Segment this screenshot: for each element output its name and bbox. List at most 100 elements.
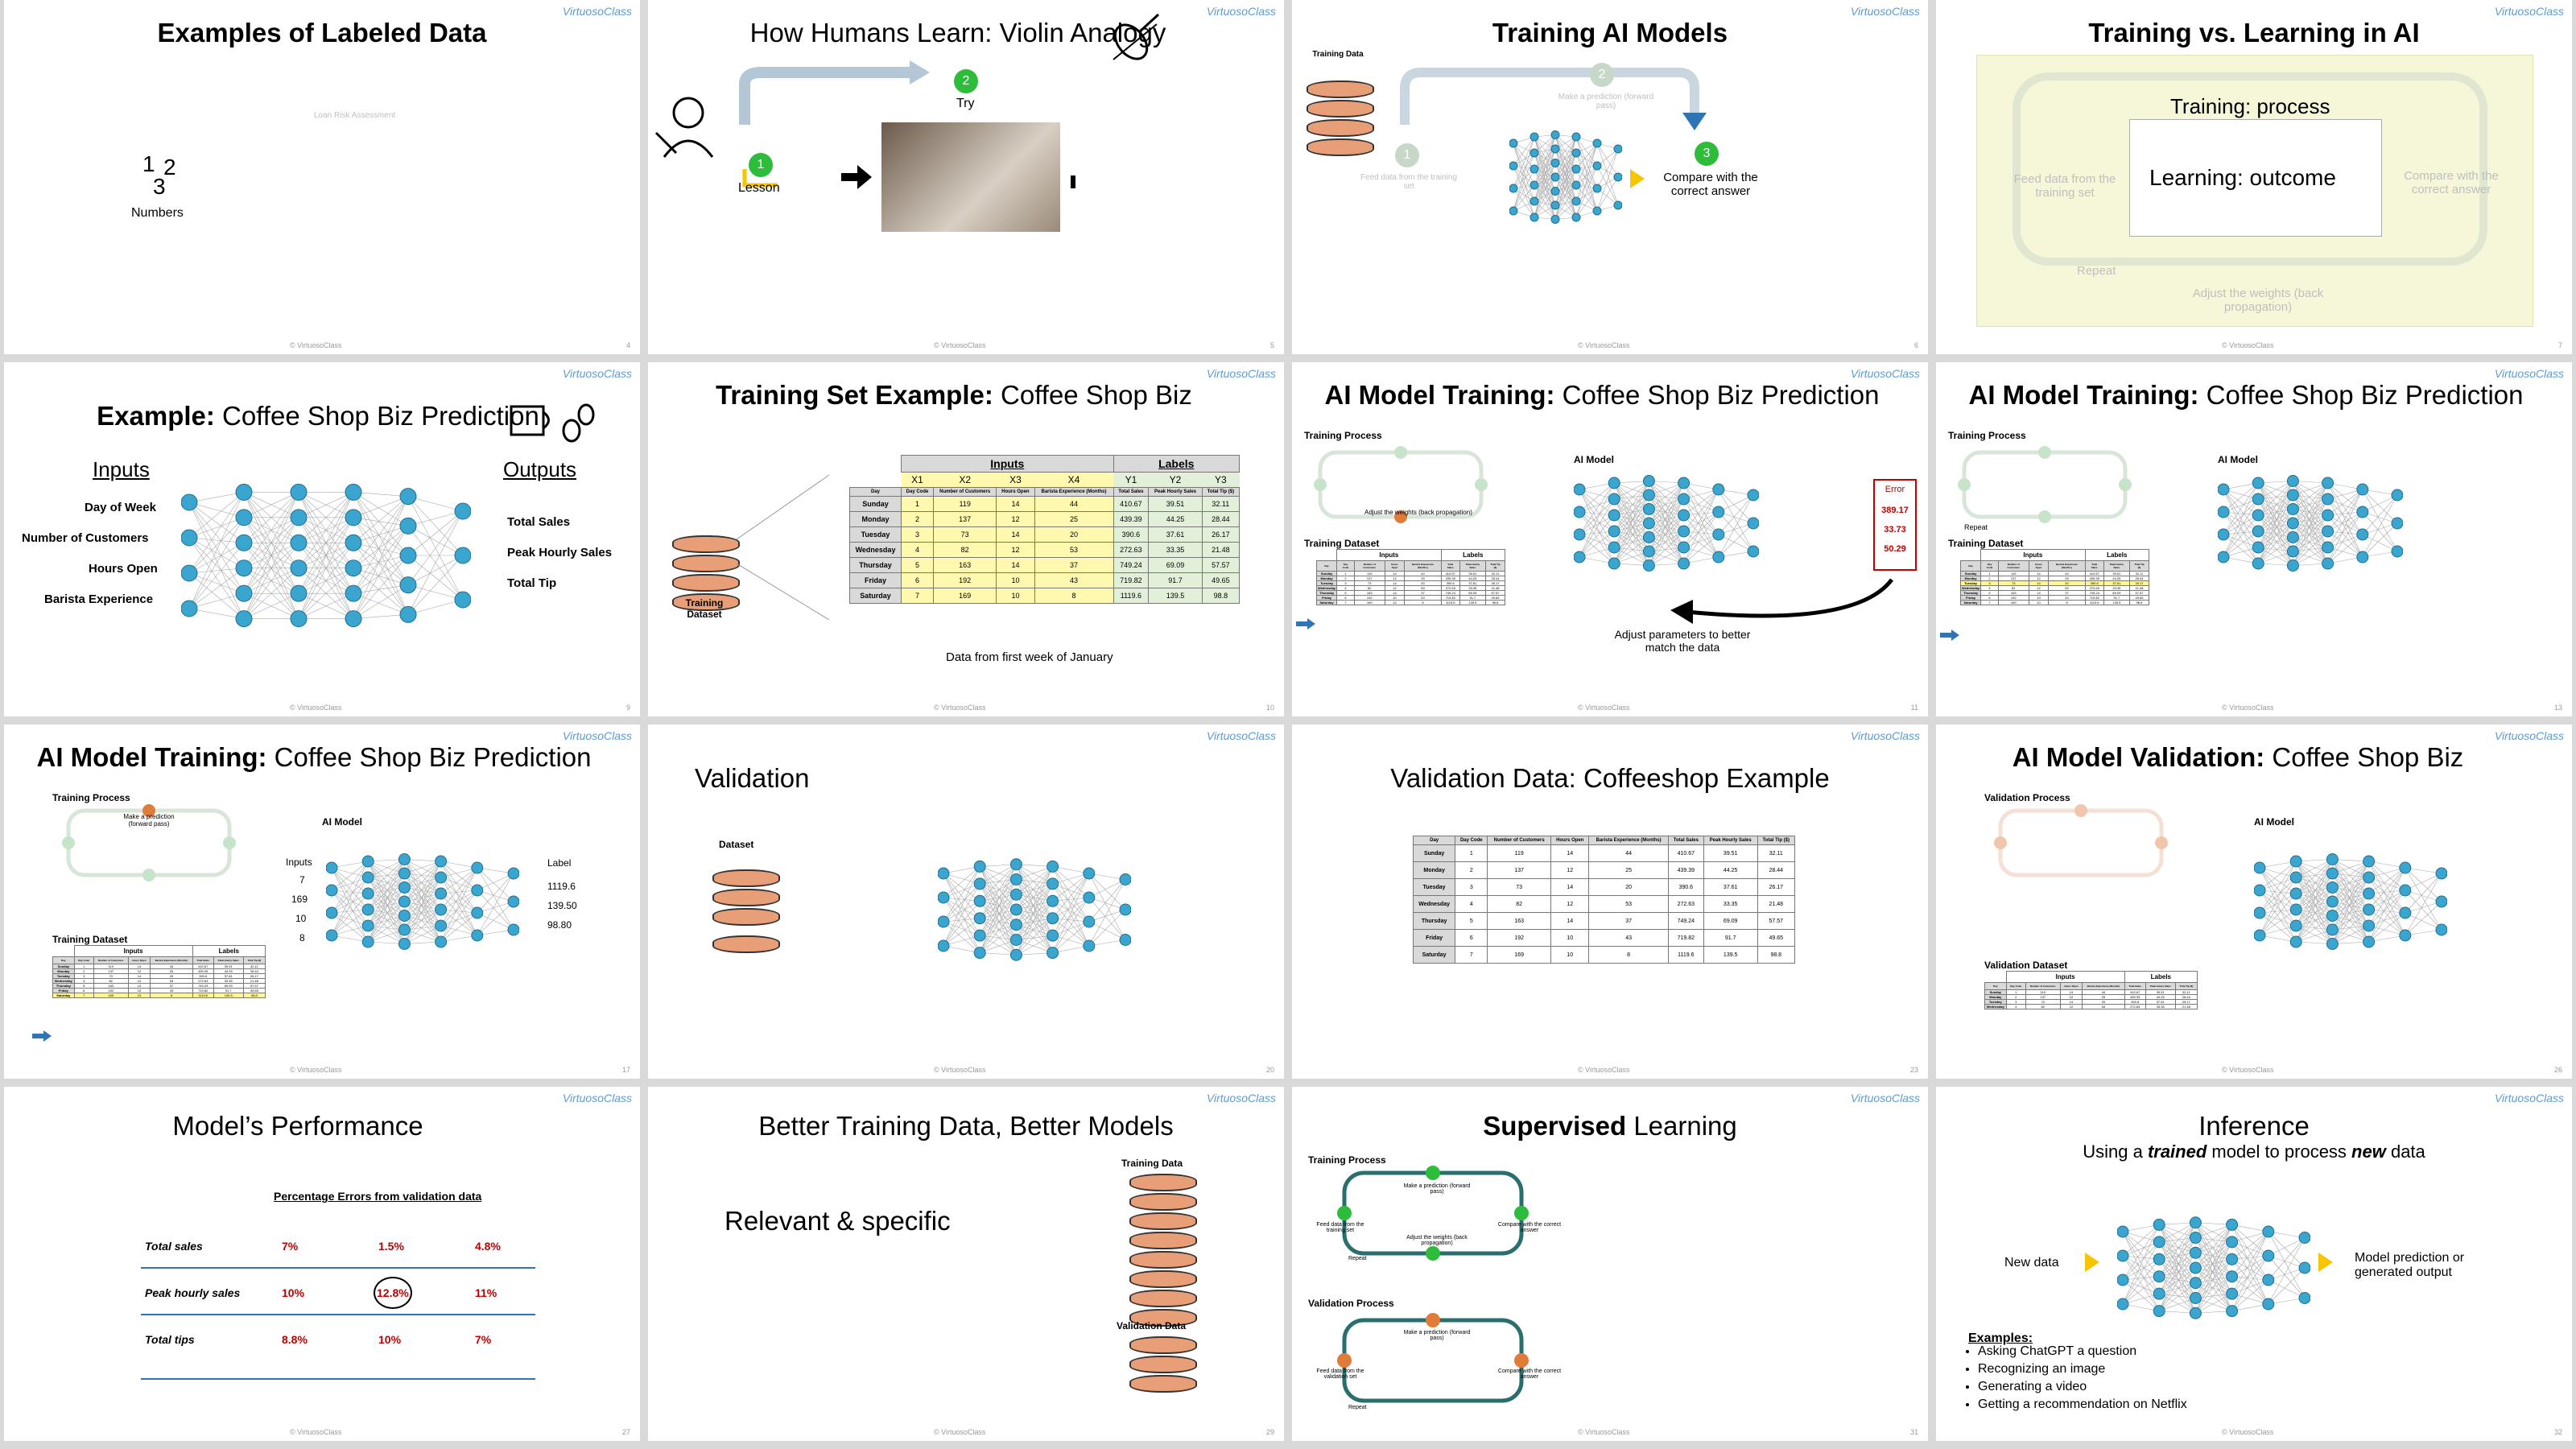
adjust-label: Adjust the weights (back propagation) bbox=[2192, 287, 2324, 314]
slide-3[interactable]: Training AI Models VirtuosoClass Trainin… bbox=[1292, 0, 1928, 354]
neuron-node bbox=[1574, 483, 1586, 496]
neuron-node bbox=[435, 919, 448, 932]
neural-network-diagram bbox=[2117, 1216, 2310, 1319]
slide-6[interactable]: Training Set Example: Coffee Shop Biz Vi… bbox=[648, 362, 1284, 716]
slide-13[interactable]: Model’s Performance VirtuosoClass Percen… bbox=[4, 1087, 640, 1441]
neuron-node bbox=[471, 861, 484, 874]
training-database-icon bbox=[1307, 80, 1374, 158]
violin-photo bbox=[881, 122, 1060, 232]
slide-10[interactable]: Validation VirtuosoClass Dataset © Virtu… bbox=[648, 724, 1284, 1079]
neuron-node bbox=[1608, 509, 1620, 522]
slide-9[interactable]: AI Model Training: Coffee Shop Biz Predi… bbox=[4, 724, 640, 1079]
slide-15[interactable]: Supervised Learning VirtuosoClass Traini… bbox=[1292, 1087, 1928, 1441]
slide-8[interactable]: AI Model Training: Coffee Shop Biz Predi… bbox=[1936, 362, 2572, 716]
neuron-node bbox=[399, 547, 417, 564]
page-number: 31 bbox=[1909, 1428, 1918, 1436]
neural-network-diagram bbox=[1509, 130, 1622, 224]
slide-11[interactable]: Validation Data: Coffeeshop Example Virt… bbox=[1292, 724, 1928, 1079]
page-number: 29 bbox=[1265, 1428, 1274, 1436]
list-item: Getting a recommendation on Netflix bbox=[1978, 1396, 2187, 1414]
neuron-node bbox=[2218, 506, 2230, 518]
neuron-node bbox=[235, 559, 253, 577]
neuron-node bbox=[2218, 551, 2230, 564]
relevant-label: Relevant & specific bbox=[724, 1206, 951, 1236]
neuron-node bbox=[938, 915, 950, 928]
neuron-node bbox=[2226, 1218, 2239, 1231]
slide-title: AI Model Training: Coffee Shop Biz Predi… bbox=[36, 742, 592, 772]
arrow-right-icon bbox=[841, 165, 872, 189]
neuron-node bbox=[2326, 910, 2339, 922]
footer: © VirtuosoClass bbox=[2222, 341, 2274, 349]
neuron-node bbox=[2117, 1249, 2129, 1262]
neuron-node bbox=[1678, 493, 1690, 506]
neuron-node bbox=[1550, 144, 1560, 154]
training-database-icon bbox=[672, 535, 740, 613]
neuron-node bbox=[1747, 545, 1759, 558]
slide-14[interactable]: Better Training Data, Better Models Virt… bbox=[648, 1087, 1284, 1441]
validation-data-label: Validation Data bbox=[1117, 1320, 1187, 1331]
neuron-node bbox=[2289, 855, 2302, 868]
neuron-node bbox=[2286, 489, 2299, 502]
page-number: 20 bbox=[1265, 1066, 1274, 1074]
neuron-node bbox=[1550, 215, 1560, 224]
neuron-node bbox=[1046, 860, 1059, 873]
training-cycle-ghost bbox=[2013, 72, 2487, 266]
neuron-node bbox=[1009, 919, 1022, 931]
slide-4[interactable]: Training vs. Learning in AI VirtuosoClas… bbox=[1936, 0, 2572, 354]
perf-value: 10% bbox=[282, 1286, 305, 1299]
slide-title: AI Model Validation: Coffee Shop Biz bbox=[2012, 742, 2464, 772]
training-data-label: Training Data bbox=[1121, 1158, 1183, 1169]
neuron-node bbox=[1009, 934, 1022, 946]
neuron-node bbox=[1712, 528, 1725, 541]
neuron-node bbox=[2153, 1287, 2165, 1300]
dataset-label: Dataset bbox=[719, 839, 754, 850]
neuron-node bbox=[1592, 138, 1602, 148]
dataset-label: Training Dataset bbox=[52, 934, 128, 945]
neural-network-diagram bbox=[1574, 475, 1759, 572]
neuron-node bbox=[1642, 475, 1655, 487]
training-process-label: Training: process bbox=[2165, 93, 2335, 121]
step-2-circle: 2 bbox=[954, 69, 978, 93]
slide-12[interactable]: AI Model Validation: Coffee Shop Biz Vir… bbox=[1936, 724, 2572, 1079]
neuron-node bbox=[435, 887, 448, 900]
page-number: 23 bbox=[1909, 1066, 1918, 1074]
neuron-node bbox=[1712, 551, 1725, 564]
neuron-node bbox=[2326, 938, 2339, 950]
neuron-node bbox=[1678, 509, 1690, 522]
neuron-node bbox=[2322, 477, 2334, 489]
slide-title: AI Model Training: Coffee Shop Biz Predi… bbox=[1324, 380, 1880, 410]
neuron-node bbox=[1009, 948, 1022, 961]
neuron-node bbox=[1119, 873, 1131, 886]
list-item: Recognizing an image bbox=[1978, 1360, 2187, 1378]
neuron-node bbox=[2322, 557, 2334, 570]
neuron-node bbox=[2322, 541, 2334, 554]
footer: © VirtuosoClass bbox=[2222, 1428, 2274, 1436]
slide-5[interactable]: Example: Coffee Shop Biz Prediction Virt… bbox=[4, 362, 640, 716]
neuron-node bbox=[2226, 1270, 2239, 1283]
neuron-node bbox=[973, 877, 986, 890]
error-label: Error bbox=[1885, 485, 1905, 494]
neuron-node bbox=[1574, 506, 1586, 518]
process-label: Training Process bbox=[1948, 430, 2026, 441]
slide-7[interactable]: AI Model Training: Coffee Shop Biz Predi… bbox=[1292, 362, 1928, 716]
num-1: 1 bbox=[142, 151, 155, 176]
neuron-node bbox=[1642, 489, 1655, 502]
brand-logo: VirtuosoClass bbox=[2494, 1092, 2564, 1104]
validation-cycle-diagram bbox=[1337, 1313, 1529, 1403]
neuron-node bbox=[2153, 1253, 2165, 1265]
neuron-node bbox=[2298, 1261, 2310, 1274]
neuron-node bbox=[1083, 939, 1096, 952]
slide-16[interactable]: Inference VirtuosoClass Using a trained … bbox=[1936, 1087, 2572, 1441]
arrow-right-icon bbox=[2085, 1253, 2099, 1272]
repeat-label: Repeat bbox=[1348, 1405, 1367, 1410]
slide-2[interactable]: How Humans Learn: Violin Analogy Virtuos… bbox=[648, 0, 1284, 354]
row-divider bbox=[141, 1378, 535, 1380]
slide-1[interactable]: Examples of Labeled Data VirtuosoClass L… bbox=[4, 0, 640, 354]
examples-list: Asking ChatGPT a question Recognizing an… bbox=[1960, 1343, 2187, 1414]
